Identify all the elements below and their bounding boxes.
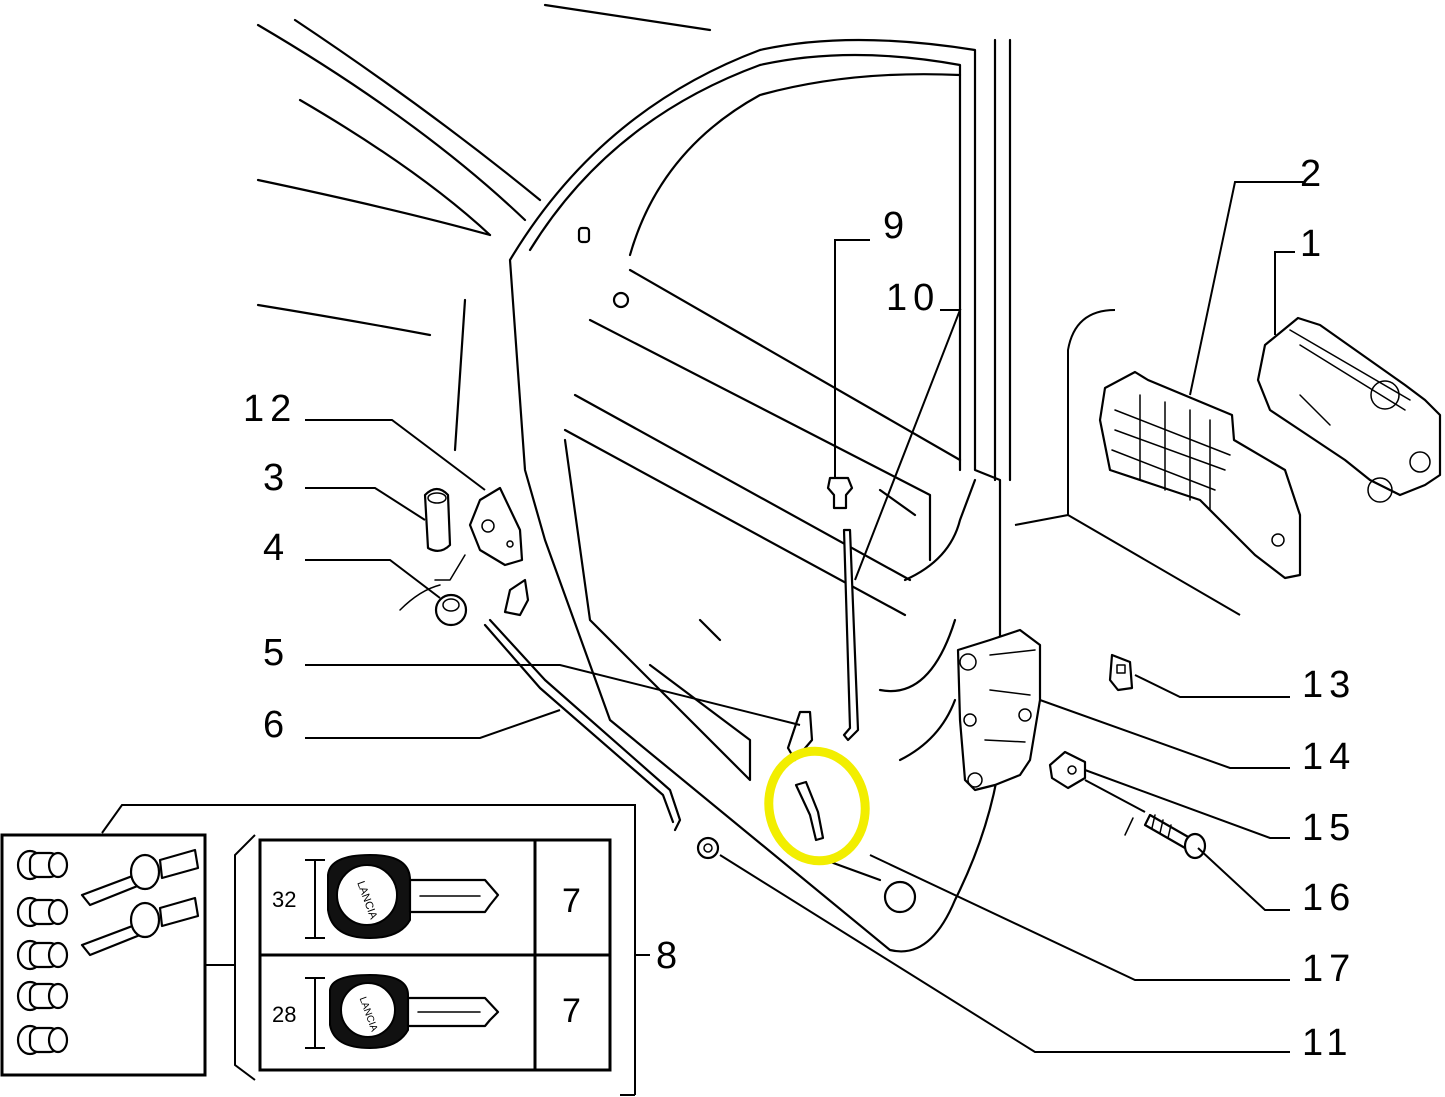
car-body-outline xyxy=(256,3,1012,482)
callout-6: 6 xyxy=(263,704,290,746)
callout-16: 16 xyxy=(1302,877,1356,919)
callout-2: 2 xyxy=(1300,153,1327,195)
part-11-grommet xyxy=(696,836,720,860)
door-assembly xyxy=(508,38,1002,953)
callout-labels: 1 2 3 4 5 6 8 9 10 11 12 13 14 15 16 17 xyxy=(243,153,1356,1064)
part-2-handle-frame xyxy=(1098,370,1302,580)
leader-lines xyxy=(101,181,1305,1096)
part-9-pin xyxy=(826,476,854,510)
callout-5: 5 xyxy=(263,632,290,674)
part-10-rod xyxy=(842,528,860,742)
callout-14: 14 xyxy=(1302,736,1356,778)
key-pair xyxy=(80,848,200,957)
part-16-screw xyxy=(1124,813,1207,860)
key-quantity-2: 7 xyxy=(562,992,581,1030)
callout-13: 13 xyxy=(1302,664,1356,706)
key-dimension-1: 32 xyxy=(272,887,296,912)
lock-cylinders xyxy=(16,849,69,1056)
key-row-2: 28 LANCIA 7 xyxy=(272,973,581,1050)
key-quantity-1: 7 xyxy=(562,882,581,920)
key-dimension-2: 28 xyxy=(272,1002,296,1027)
callout-9: 9 xyxy=(883,205,910,247)
callout-4: 4 xyxy=(263,527,290,569)
key-dimension-table: 32 LANCIA 7 28 LANCIA 7 xyxy=(258,838,612,1072)
callout-17: 17 xyxy=(1302,948,1356,990)
callout-11: 11 xyxy=(1302,1022,1353,1064)
callout-1: 1 xyxy=(1300,223,1327,265)
callout-12: 12 xyxy=(243,388,297,430)
lock-cylinder-set-box xyxy=(0,833,207,1077)
part-13-clip xyxy=(1108,653,1134,692)
part-6-rod xyxy=(483,578,682,832)
key-row-1: 32 LANCIA 7 xyxy=(272,853,581,940)
part-14-door-lock xyxy=(956,628,1042,792)
part-12-bracket xyxy=(468,486,524,567)
part-1-handle-mechanism xyxy=(1256,316,1442,503)
part-17-bent-link xyxy=(794,780,825,842)
part-4-grommet xyxy=(399,554,468,627)
part-3-clip xyxy=(423,487,452,552)
highlight-circle xyxy=(764,746,870,866)
callout-10: 10 xyxy=(886,277,940,319)
part-15-striker xyxy=(1048,750,1087,790)
callout-15: 15 xyxy=(1302,807,1356,849)
callout-8: 8 xyxy=(656,935,683,977)
callout-3: 3 xyxy=(263,457,290,499)
